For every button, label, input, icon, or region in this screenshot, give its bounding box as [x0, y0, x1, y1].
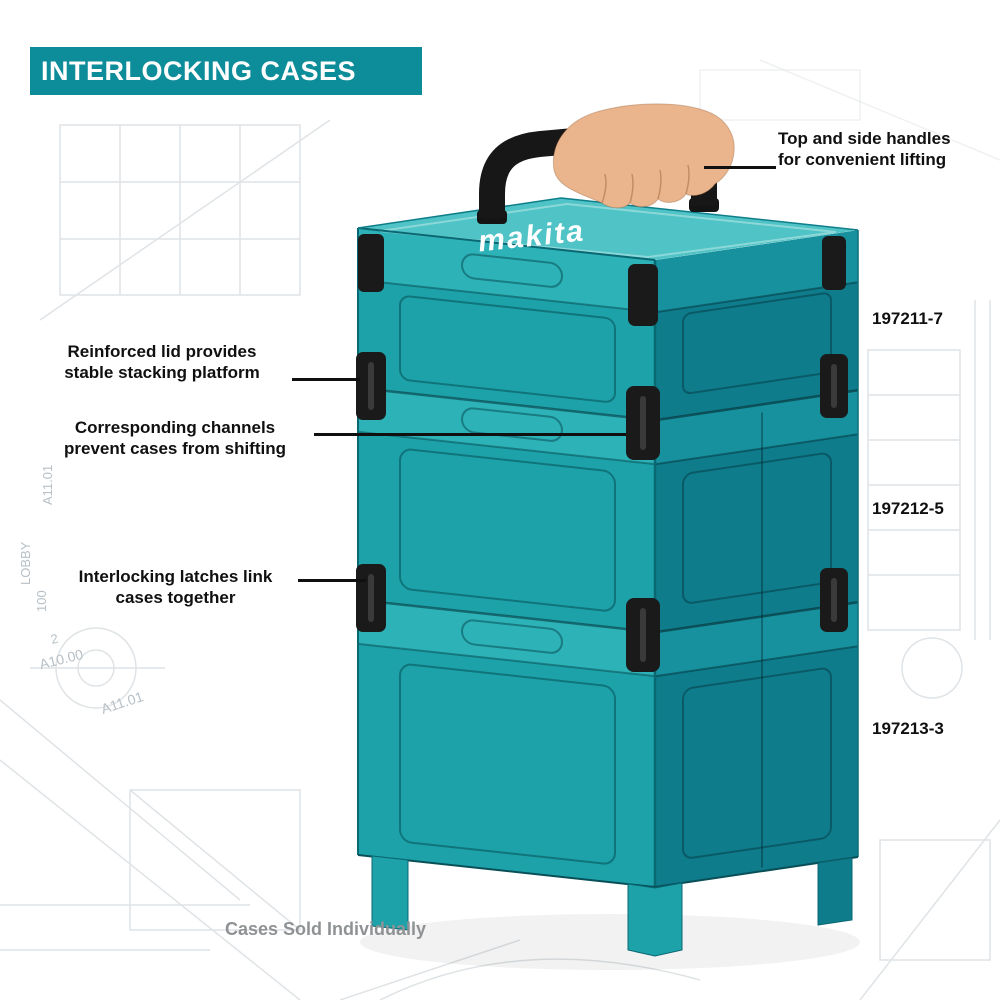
- callout-latches: Interlocking latches link cases together: [58, 566, 293, 609]
- case-bottom-side: [655, 602, 858, 888]
- sold-individually-note: Cases Sold Individually: [225, 919, 427, 939]
- callout-channels: Corresponding channels prevent cases fro…: [40, 417, 310, 460]
- callout-text: stable stacking platform: [64, 363, 260, 383]
- lid-corner-clips: [358, 234, 846, 326]
- callout-line-latches: [298, 579, 366, 582]
- blueprint-pattern: [0, 59, 1000, 1000]
- stack-shadow: [360, 914, 860, 970]
- callout-line-channels: [314, 433, 626, 436]
- blueprint-label: A11.01: [40, 465, 55, 505]
- case-bottom-lid-strip: [358, 599, 655, 677]
- callout-line-handles: [704, 166, 776, 169]
- interlocking-latches: [356, 352, 848, 672]
- case-top-side-lid: [655, 230, 858, 313]
- case-bottom-front: [358, 599, 655, 888]
- case-clip: [358, 234, 384, 292]
- callout-text: cases together: [115, 588, 236, 608]
- callout-text: for convenient lifting: [778, 150, 947, 170]
- callout-text: Reinforced lid provides: [67, 342, 257, 361]
- callout-reinforced-lid: Reinforced lid provides stable stacking …: [38, 341, 286, 384]
- blueprint-label: 100: [34, 590, 49, 612]
- callout-text: Corresponding channels: [74, 418, 276, 437]
- latch-ridges: [368, 362, 837, 662]
- blueprint-label: LOBBY: [18, 541, 33, 585]
- lid-seams-front: [358, 278, 655, 678]
- callout-line-lid: [292, 378, 360, 381]
- case-side-faces: [655, 230, 858, 888]
- model-number-bottom-case: 197213-3: [872, 719, 944, 738]
- case-clip: [822, 236, 846, 290]
- hand: [552, 103, 735, 209]
- callout-top-handles: Top and side handles for convenient lift…: [778, 128, 988, 171]
- model-number-middle-case: 197212-5: [872, 499, 944, 518]
- page-title: INTERLOCKING CASES: [41, 55, 357, 86]
- model-number-top-case: 197211-7: [872, 309, 943, 328]
- case-middle-lid-strip: [358, 387, 655, 465]
- case-feet: [371, 855, 853, 957]
- case-middle-side-lid: [655, 390, 858, 465]
- callout-text: Interlocking latches link: [78, 567, 273, 586]
- callout-text: Top and side handles: [778, 129, 951, 148]
- header-banner: INTERLOCKING CASES: [30, 47, 422, 95]
- case-top-lid-strip: [358, 227, 655, 313]
- callout-text: prevent cases from shifting: [63, 439, 286, 459]
- finger-lines: [601, 164, 690, 204]
- blueprint-label: 2: [49, 631, 60, 647]
- case-front-faces: [358, 227, 655, 888]
- case-bottom-side-lid: [655, 602, 858, 677]
- case-clip: [628, 264, 658, 326]
- front-recessed-panels: [399, 253, 616, 865]
- side-recessed-panels: [682, 292, 832, 868]
- case-junctions-front: [358, 386, 655, 634]
